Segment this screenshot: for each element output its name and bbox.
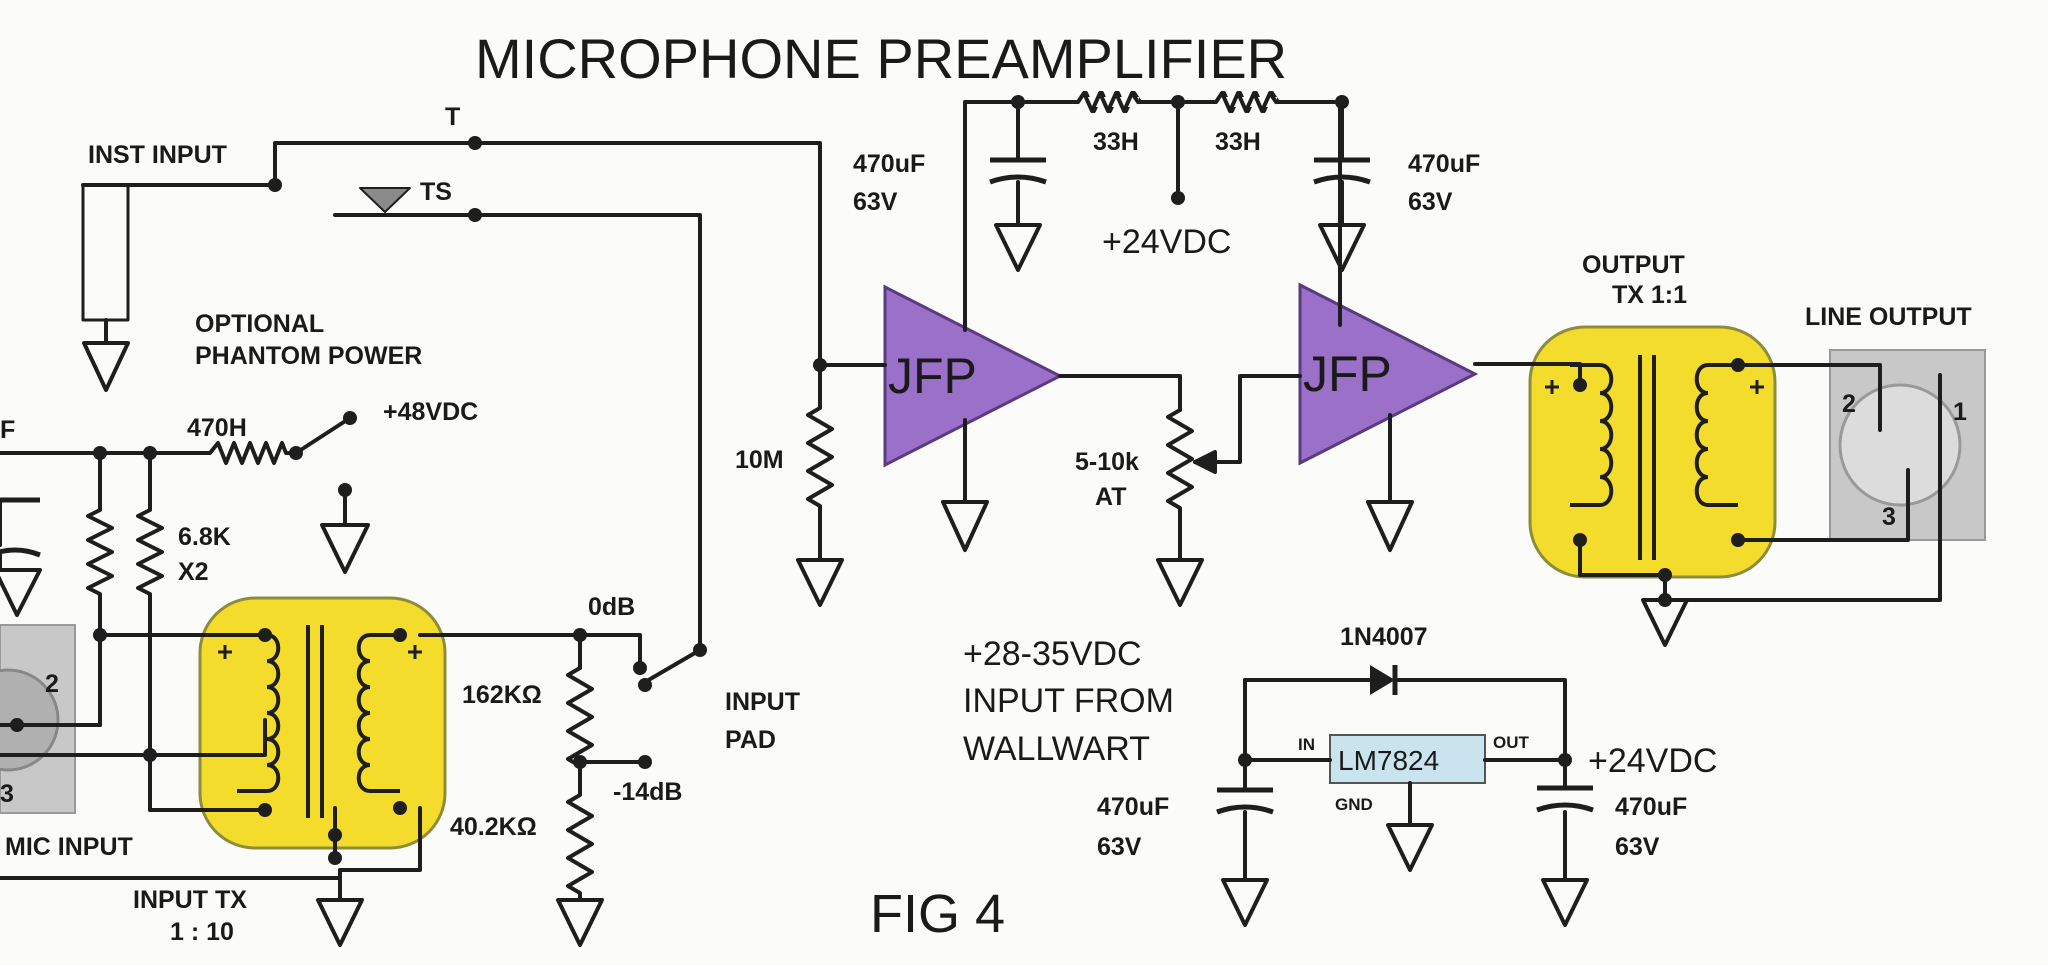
filter-resistor-2: 33H [1215,128,1261,156]
amp2-cap-value: 470uF [1408,150,1480,178]
bias-resistors-value: 6.8K [178,523,231,551]
power-input-line3: WALLWART [963,730,1150,768]
regulator-label: LM7824 [1338,745,1439,776]
circuit-wiring [0,100,1942,902]
power-input-line1: +28-35VDC [963,635,1142,673]
mic-pin-3: 3 [0,780,14,808]
pad-resistor-bottom: 40.2KΩ [450,813,537,841]
phantom-voltage: +48VDC [383,398,478,426]
supply-rail-label: +24VDC [1102,223,1231,261]
amp1-cap-value: 470uF [853,150,925,178]
input-tx-label-line1: INPUT TX [133,886,247,914]
input-tx-label-line2: 1 : 10 [170,918,234,946]
diode-1n4007 [1370,665,1398,695]
xlr-pin-2: 2 [1842,390,1856,418]
amp1-label: JFP [888,348,977,404]
output-cap-voltage: 63V [1615,833,1660,861]
xlr-pin-3: 3 [1882,503,1896,531]
transformer-windings [237,355,1738,818]
phantom-cap-label: F [0,416,15,444]
input-pad-label-line1: INPUT [725,688,800,716]
figure-label: FIG 4 [870,884,1005,944]
inst-input-label: INST INPUT [88,141,227,169]
phantom-label-line2: PHANTOM POWER [195,342,422,370]
pad-level-0db: 0dB [588,593,635,621]
diode-label: 1N4007 [1340,623,1428,651]
input-resistor-10m: 10M [735,446,784,474]
xlr-pin-1: 1 [1953,398,1967,426]
output-cap-value: 470uF [1615,793,1687,821]
input-pad-label-line2: PAD [725,726,776,754]
pad-resistor-top: 162KΩ [462,681,542,709]
power-input-line2: INPUT FROM [963,682,1174,720]
regulator-pin-gnd: GND [1335,795,1373,814]
capacitors [0,157,1594,815]
amplifier-1 [883,284,1064,468]
lm7824-regulator [1329,734,1486,784]
junction-dots [10,95,1745,865]
switched-terminal-label: TS [420,178,452,206]
mic-input-label: MIC INPUT [5,833,133,861]
regulator-pin-out: OUT [1493,733,1530,752]
gain-pot-label-line2: AT [1095,483,1126,511]
output-tx-label-line1: OUTPUT [1582,251,1685,279]
bias-resistors-count: X2 [178,558,209,586]
input-cap-value: 470uF [1097,793,1169,821]
mic-connector [0,624,76,814]
phantom-resistor-value: 470H [187,414,247,442]
filter-resistor-1: 33H [1093,128,1139,156]
amp2-label: JFP [1303,346,1392,402]
regulator-pin-in: IN [1298,735,1315,754]
regulated-output-label: +24VDC [1588,742,1717,780]
amp2-cap-voltage: 63V [1408,188,1453,216]
ground-symbols [0,223,1689,947]
tip-terminal-label: T [445,103,460,131]
amp1-cap-voltage: 63V [853,188,898,216]
gain-pot-label-line1: 5-10k [1075,448,1139,476]
output-tx-label-line2: TX 1:1 [1612,281,1687,309]
line-output-label: LINE OUTPUT [1805,303,1972,331]
pad-level-minus14db: -14dB [613,778,682,806]
phantom-label-line1: OPTIONAL [195,310,324,338]
input-cap-voltage: 63V [1097,833,1142,861]
polarity-marks [218,380,1764,659]
diagram-title: MICROPHONE PREAMPLIFIER [475,27,1287,90]
mic-pin-2: 2 [45,670,59,698]
